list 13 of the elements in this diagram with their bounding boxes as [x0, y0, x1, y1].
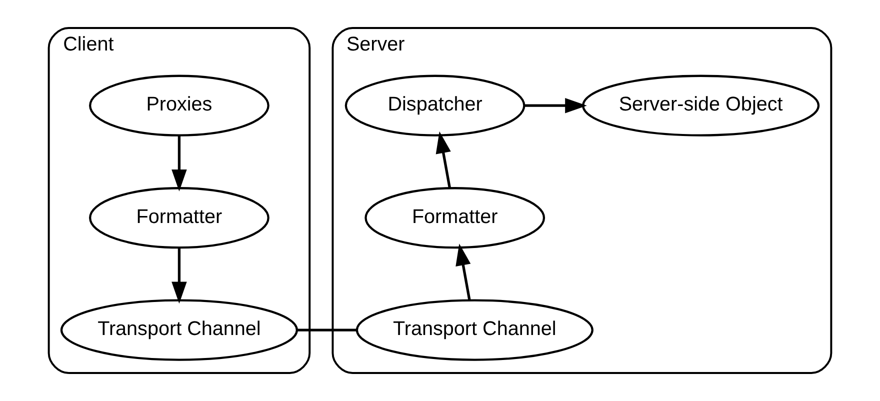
arrow — [456, 244, 471, 300]
node-ellipse: Proxies — [89, 74, 270, 136]
connector — [298, 328, 356, 332]
arrow — [172, 248, 187, 304]
node-ellipse: Transport Channel — [356, 299, 594, 361]
arrow — [172, 136, 187, 192]
node-ellipse: Formatter — [89, 187, 270, 249]
arrow — [524, 98, 587, 114]
node-ellipse: Server-side Object — [582, 74, 820, 136]
node-ellipse: Dispatcher — [344, 74, 526, 136]
node-ellipse: Formatter — [364, 187, 546, 249]
arrow — [436, 131, 451, 188]
node-ellipse: Transport Channel — [60, 299, 298, 361]
